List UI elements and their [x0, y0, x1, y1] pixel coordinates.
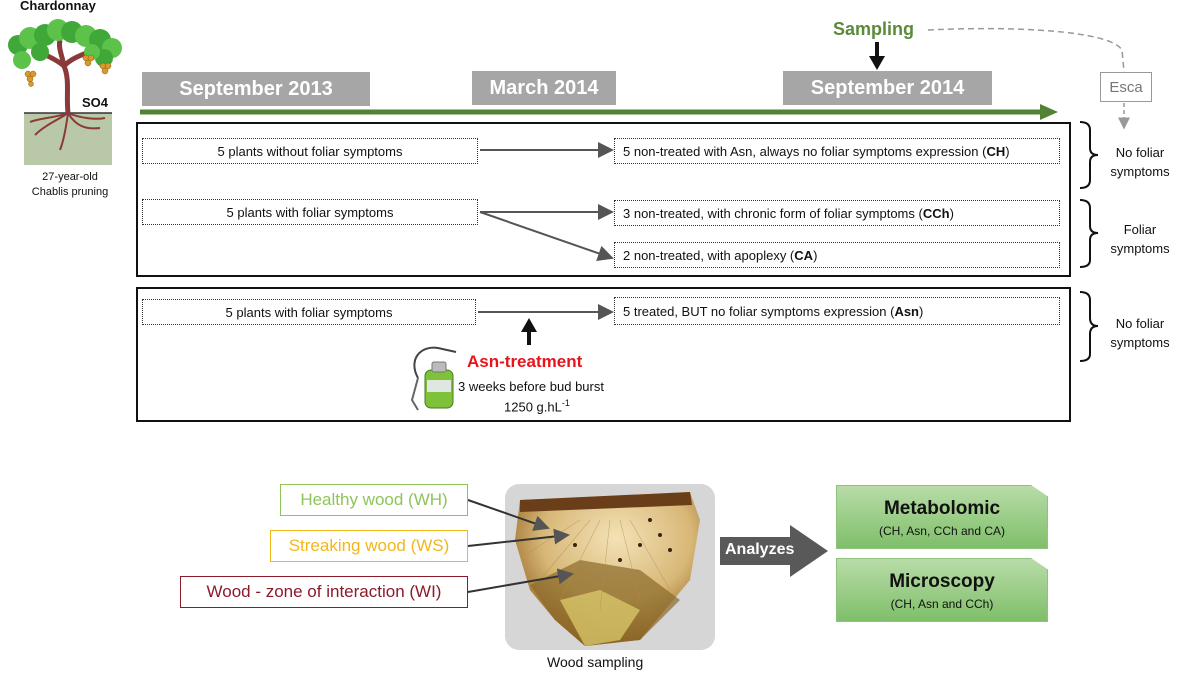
group3-source-box: 5 plants with foliar symptoms [142, 299, 476, 325]
group3-source-text: 5 plants with foliar symptoms [225, 304, 393, 320]
streaking-wood-label: Streaking wood (WS) [270, 530, 468, 562]
label-foliar: Foliar symptoms [1100, 220, 1180, 258]
microscopy-box: Microscopy (CH, Asn and CCh) [836, 558, 1048, 622]
group2-source-box: 5 plants with foliar symptoms [142, 199, 478, 225]
variety-label: Chardonnay [20, 0, 96, 13]
metabolomic-box: Metabolomic (CH, Asn, CCh and CA) [836, 485, 1048, 549]
metabolomic-subtitle: (CH, Asn, CCh and CA) [878, 524, 1006, 538]
group-cch-prefix: 3 non-treated, with chronic form of foli… [623, 205, 923, 221]
group-ca-box: 2 non-treated, with apoplexy (CA) [614, 242, 1060, 268]
interaction-wood-label: Wood - zone of interaction (WI) [180, 576, 468, 608]
group-ca-code: CA [794, 247, 814, 263]
group1-source-box: 5 plants without foliar symptoms [142, 138, 478, 164]
label-no-foliar-2-line1: No foliar [1115, 316, 1165, 331]
rootstock-label: SO4 [82, 95, 109, 110]
group-asn-box: 5 treated, BUT no foliar symptoms expres… [614, 297, 1060, 325]
group-asn-prefix: 5 treated, BUT no foliar symptoms expres… [623, 303, 895, 319]
asn-treatment-dose-value: 1250 g.hL [504, 399, 562, 415]
microscopy-title: Microscopy [889, 571, 995, 592]
label-no-foliar-2: No foliar symptoms [1100, 314, 1180, 352]
asn-treatment-title: Asn-treatment [467, 352, 583, 371]
plant-age-line2: Chablis pruning [31, 186, 109, 198]
date-september-2013: September 2013 [142, 72, 370, 106]
group1-source-text: 5 plants without foliar symptoms [217, 143, 403, 159]
asn-treatment-dose-exponent: -1 [561, 398, 570, 408]
wood-sampling-caption: Wood sampling [547, 654, 644, 670]
treated-group-frame [136, 287, 1071, 422]
group-ch-close: ) [1005, 143, 1010, 159]
label-no-foliar-1-line2: symptoms [1110, 164, 1170, 179]
group-ca-prefix: 2 non-treated, with apoplexy ( [623, 247, 795, 263]
group-ca-close: ) [813, 247, 818, 263]
group-ch-box: 5 non-treated with Asn, always no foliar… [614, 138, 1060, 164]
group-cch-code: CCh [922, 205, 950, 221]
label-no-foliar-1: No foliar symptoms [1100, 143, 1180, 181]
group-ch-prefix: 5 non-treated with Asn, always no foliar… [623, 143, 987, 159]
sprayer-icon [410, 346, 457, 411]
grapevine-icon [8, 19, 122, 165]
date-march-2014: March 2014 [472, 71, 616, 105]
asn-treatment-dose: 1250 g.hL-1 [504, 398, 570, 414]
group-asn-code: Asn [894, 303, 919, 319]
plant-age-line1: 27-year-old [42, 171, 98, 183]
group-cch-box: 3 non-treated, with chronic form of foli… [614, 200, 1060, 226]
healthy-wood-label: Healthy wood (WH) [280, 484, 468, 516]
group-cch-close: ) [949, 205, 954, 221]
group-ch-code: CH [986, 143, 1006, 159]
metabolomic-title: Metabolomic [883, 498, 1001, 519]
plant-age-label: 27-year-old Chablis pruning [20, 170, 120, 200]
label-no-foliar-1-line1: No foliar [1115, 145, 1165, 160]
group-asn-close: ) [919, 303, 924, 319]
microscopy-subtitle: (CH, Asn and CCh) [890, 597, 994, 611]
analyzes-label: Analyzes [725, 541, 795, 558]
label-foliar-line1: Foliar [1123, 222, 1157, 237]
date-september-2014: September 2014 [783, 71, 992, 105]
wood-sample-image [505, 484, 715, 650]
group2-source-text: 5 plants with foliar symptoms [226, 204, 394, 220]
esca-box: Esca [1100, 72, 1152, 102]
label-no-foliar-2-line2: symptoms [1110, 335, 1170, 350]
label-foliar-line2: symptoms [1110, 241, 1170, 256]
sampling-label: Sampling [833, 19, 915, 39]
untreated-groups-frame [136, 122, 1071, 277]
asn-treatment-timing: 3 weeks before bud burst [458, 379, 604, 394]
